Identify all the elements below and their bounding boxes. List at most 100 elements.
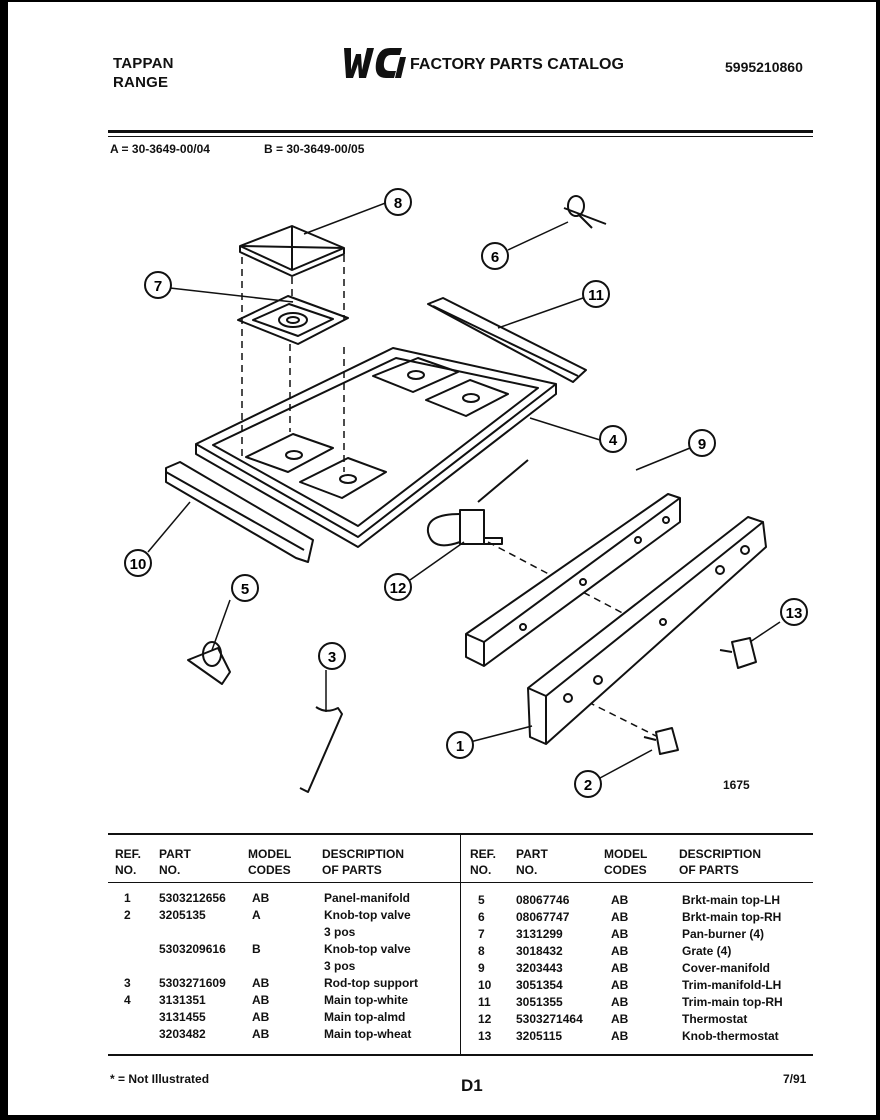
catalog-page: TAPPAN RANGE FACTORY PARTS CATALOG 59952…	[8, 2, 876, 1115]
table-row-part: 3131299	[516, 927, 563, 941]
table-row-ref: 9	[478, 961, 485, 975]
header-description: DESCRIPTION OF PARTS	[322, 847, 405, 877]
table-row-part: 3205115	[516, 1029, 563, 1043]
table-row-ref	[124, 1009, 131, 1026]
table-row-part: 3051354	[516, 978, 563, 992]
panel-manifold	[527, 516, 767, 745]
table-row-desc: Thermostat	[682, 1012, 748, 1026]
header-part-no-right: PART NO.	[516, 847, 548, 877]
callout-12: 12	[384, 573, 412, 601]
svg-text:7: 7	[154, 278, 162, 295]
table-row-desc: Main top-white	[324, 993, 408, 1007]
table-row-ref: 6	[478, 910, 485, 924]
rod-support	[299, 706, 343, 793]
header-model-codes: MODEL CODES	[248, 847, 292, 877]
knob-valve	[643, 727, 679, 755]
table-row-part: 08067746	[516, 893, 570, 907]
thermostat	[426, 459, 529, 547]
callout-2: 2	[574, 770, 602, 798]
table-row-ref: 1	[124, 891, 131, 905]
brand-block: TAPPAN RANGE	[113, 54, 174, 92]
right-model-column: AB AB AB AB AB AB AB AB AB	[611, 892, 628, 1045]
main-top	[195, 347, 557, 548]
table-row-model: B	[252, 942, 261, 956]
table-row-desc: Brkt-main top-LH	[682, 893, 780, 907]
table-row-model: AB	[611, 893, 629, 907]
callout-13: 13	[780, 598, 808, 626]
table-row-model: AB	[611, 944, 629, 958]
exploded-diagram: 8 7 6 11 4 9 10 5 12 3 13 1 2	[124, 188, 808, 798]
table-row-desc: Knob-top valve	[324, 942, 411, 956]
table-top-rule	[108, 833, 813, 835]
svg-text:1: 1	[456, 738, 464, 755]
table-row-desc: Main top-wheat	[324, 1027, 412, 1041]
table-row-ref	[124, 924, 131, 941]
table-row-ref: 8	[478, 944, 485, 958]
table-row-part: 3203443	[516, 961, 563, 975]
table-row-desc: Knob-top valve	[324, 908, 411, 922]
table-row-part: 5303212656	[159, 891, 226, 905]
table-row-model: AB	[611, 1029, 629, 1043]
callout-10: 10	[124, 549, 152, 577]
svg-text:8: 8	[394, 195, 402, 212]
model-code-b: B = 30-3649-00/05	[264, 142, 365, 156]
svg-text:2: 2	[584, 777, 592, 794]
knob-thermostat	[719, 637, 757, 669]
callout-11: 11	[582, 280, 610, 308]
table-row-part: 3203482	[159, 1027, 206, 1041]
catalog-title: FACTORY PARTS CATALOG	[410, 56, 624, 73]
svg-text:4: 4	[609, 432, 618, 449]
callout-5: 5	[231, 574, 259, 602]
table-row-part: 5303271609	[159, 976, 226, 990]
table-row-part: 3051355	[516, 995, 563, 1009]
header-ref-no: REF. NO.	[115, 847, 142, 877]
table-row-desc: Grate (4)	[682, 944, 732, 958]
table-bottom-rule	[108, 1054, 813, 1056]
brand-name: TAPPAN	[113, 55, 174, 72]
table-row-desc: Pan-burner (4)	[682, 927, 765, 941]
table-row-model: AB	[252, 1027, 270, 1041]
bracket-lh	[187, 641, 231, 685]
table-row-desc: Main top-almd	[324, 1010, 406, 1024]
table-column-divider	[460, 835, 461, 1054]
page-id: D1	[461, 1076, 483, 1095]
table-row-model: AB	[252, 1010, 270, 1024]
table-row-ref: 12	[478, 1012, 492, 1026]
table-row-ref: 7	[478, 927, 485, 941]
table-row-model: AB	[252, 993, 270, 1007]
right-ref-column: 5 6 7 8 9 10 11 12 13	[478, 892, 491, 1045]
revision-date: 7/91	[783, 1072, 807, 1086]
left-desc-column: Panel-manifold Knob-top valve 3 pos Knob…	[324, 890, 418, 1043]
svg-text:11: 11	[588, 287, 604, 304]
table-row-ref: 5	[478, 893, 485, 907]
table-row-desc: Trim-manifold-LH	[682, 978, 782, 992]
table-row-part: 3131351	[159, 993, 206, 1007]
left-model-column: AB A B AB AB AB AB	[252, 890, 269, 1043]
table-row-model: AB	[611, 927, 629, 941]
catalog-number: 5995210860	[725, 59, 803, 75]
table-row-desc: Brkt-main top-RH	[682, 910, 782, 924]
table-row-model: AB	[611, 961, 629, 975]
callout-9: 9	[688, 429, 716, 457]
table-row-ref	[124, 1026, 131, 1043]
cover-manifold	[465, 493, 681, 667]
header-rule	[108, 130, 813, 133]
table-row-desc: 3 pos	[324, 925, 356, 939]
table-row-ref	[124, 958, 131, 975]
left-part-column: 5303212656 3205135 5303209616 5303271609…	[159, 890, 226, 1043]
table-row-model: AB	[611, 1012, 629, 1026]
svg-text:6: 6	[491, 249, 499, 266]
table-row-ref: 3	[124, 976, 131, 990]
table-row-part: 5303209616	[159, 942, 226, 956]
header-part-no: PART NO.	[159, 847, 191, 877]
svg-text:5: 5	[241, 581, 249, 598]
table-row-model: AB	[611, 995, 629, 1009]
svg-text:13: 13	[786, 605, 803, 622]
callout-7: 7	[144, 271, 172, 299]
svg-text:12: 12	[390, 580, 407, 597]
table-row-desc: Knob-thermostat	[682, 1029, 779, 1043]
table-row-ref	[124, 941, 131, 958]
table-row-model: A	[252, 908, 261, 922]
table-row-desc: Trim-main top-RH	[682, 995, 783, 1009]
callout-4: 4	[599, 425, 627, 453]
